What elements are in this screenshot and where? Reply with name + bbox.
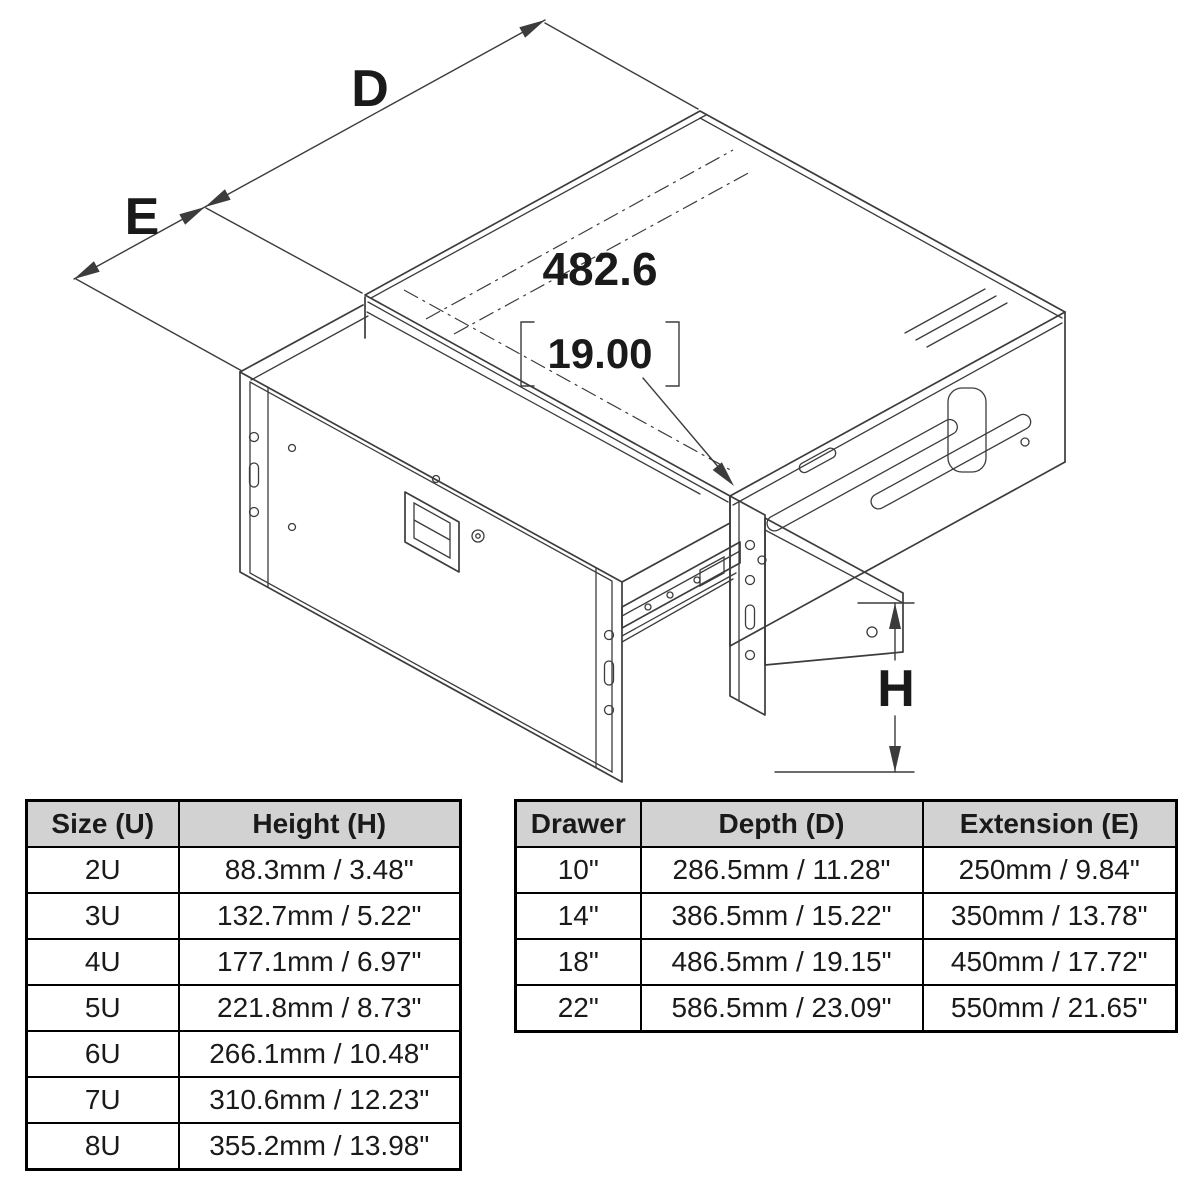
left-bracket xyxy=(520,321,535,387)
header-cell: Size (U) xyxy=(25,799,180,848)
height-label: H xyxy=(877,660,915,718)
rack-ear-right xyxy=(729,495,766,716)
size-table: Size (U) Height (H) 2U 88.3mm / 3.48" 3U… xyxy=(25,799,462,1171)
width-mm-label: 482.6 xyxy=(542,243,657,295)
drawer-table: Drawer Depth (D) Extension (E) 10" 286.5… xyxy=(514,799,1178,1033)
size-cell: 3U xyxy=(25,892,180,940)
table-row: 2U 88.3mm / 3.48" xyxy=(25,846,462,894)
height-cell: 132.7mm / 5.22" xyxy=(177,892,462,940)
depth-cell: 486.5mm / 19.15" xyxy=(639,938,924,986)
size-cell: 2U xyxy=(25,846,180,894)
size-cell: 7U xyxy=(25,1076,180,1124)
table-row: 3U 132.7mm / 5.22" xyxy=(25,892,462,940)
extension-cell: 550mm / 21.65" xyxy=(921,984,1178,1033)
drawer-lock xyxy=(471,529,485,543)
extension-cell: 450mm / 17.72" xyxy=(921,938,1178,986)
slide-rail xyxy=(621,541,741,643)
depth-cell: 386.5mm / 15.22" xyxy=(639,892,924,940)
drawer-cell: 22" xyxy=(514,984,642,1033)
drawer-handle xyxy=(404,474,460,573)
size-cell: 6U xyxy=(25,1030,180,1078)
size-cell: 8U xyxy=(25,1122,180,1171)
drawer-cell: 18" xyxy=(514,938,642,986)
height-cell: 266.1mm / 10.48" xyxy=(177,1030,462,1078)
table-row: 5U 221.8mm / 8.73" xyxy=(25,984,462,1032)
drawer-table-header-row: Drawer Depth (D) Extension (E) xyxy=(514,799,1178,848)
table-row: 4U 177.1mm / 6.97" xyxy=(25,938,462,986)
depth-cell: 286.5mm / 11.28" xyxy=(639,846,924,894)
height-cell: 355.2mm / 13.98" xyxy=(177,1122,462,1171)
height-cell: 88.3mm / 3.48" xyxy=(177,846,462,894)
size-cell: 5U xyxy=(25,984,180,1032)
dimension-height: H xyxy=(774,602,915,773)
dimension-depth-extension: D E xyxy=(73,19,699,372)
header-cell: Depth (D) xyxy=(639,799,924,848)
depth-label: D xyxy=(351,60,389,118)
drawer-interior xyxy=(239,296,731,583)
rack-drawer-diagram: D E 482.6 19.00 H xyxy=(73,19,1066,783)
depth-cell: 586.5mm / 23.09" xyxy=(639,984,924,1033)
width-callout: 482.6 19.00 xyxy=(520,243,734,486)
header-cell: Extension (E) xyxy=(921,799,1178,848)
drawer-cell: 14" xyxy=(514,892,642,940)
drawer-front-panel xyxy=(239,371,623,783)
size-cell: 4U xyxy=(25,938,180,986)
table-row: 14" 386.5mm / 15.22" 350mm / 13.78" xyxy=(514,892,1178,940)
height-cell: 221.8mm / 8.73" xyxy=(177,984,462,1032)
support-bracket xyxy=(764,517,904,666)
chassis-top-face xyxy=(364,110,1066,503)
width-in-label: 19.00 xyxy=(547,330,652,377)
height-cell: 177.1mm / 6.97" xyxy=(177,938,462,986)
table-row: 8U 355.2mm / 13.98" xyxy=(25,1122,462,1171)
extension-label: E xyxy=(125,188,160,246)
table-row: 7U 310.6mm / 12.23" xyxy=(25,1076,462,1124)
table-row: 10" 286.5mm / 11.28" 250mm / 9.84" xyxy=(514,846,1178,894)
extension-cell: 350mm / 13.78" xyxy=(921,892,1178,940)
header-cell: Drawer xyxy=(514,799,642,848)
table-row: 18" 486.5mm / 19.15" 450mm / 17.72" xyxy=(514,938,1178,986)
table-row: 22" 586.5mm / 23.09" 550mm / 21.65" xyxy=(514,984,1178,1033)
height-cell: 310.6mm / 12.23" xyxy=(177,1076,462,1124)
right-bracket xyxy=(665,321,680,387)
drawer-cell: 10" xyxy=(514,846,642,894)
table-row: 6U 266.1mm / 10.48" xyxy=(25,1030,462,1078)
size-table-header-row: Size (U) Height (H) xyxy=(25,799,462,848)
extension-cell: 250mm / 9.84" xyxy=(921,846,1178,894)
header-cell: Height (H) xyxy=(177,799,462,848)
chassis-right-face xyxy=(729,311,1066,647)
